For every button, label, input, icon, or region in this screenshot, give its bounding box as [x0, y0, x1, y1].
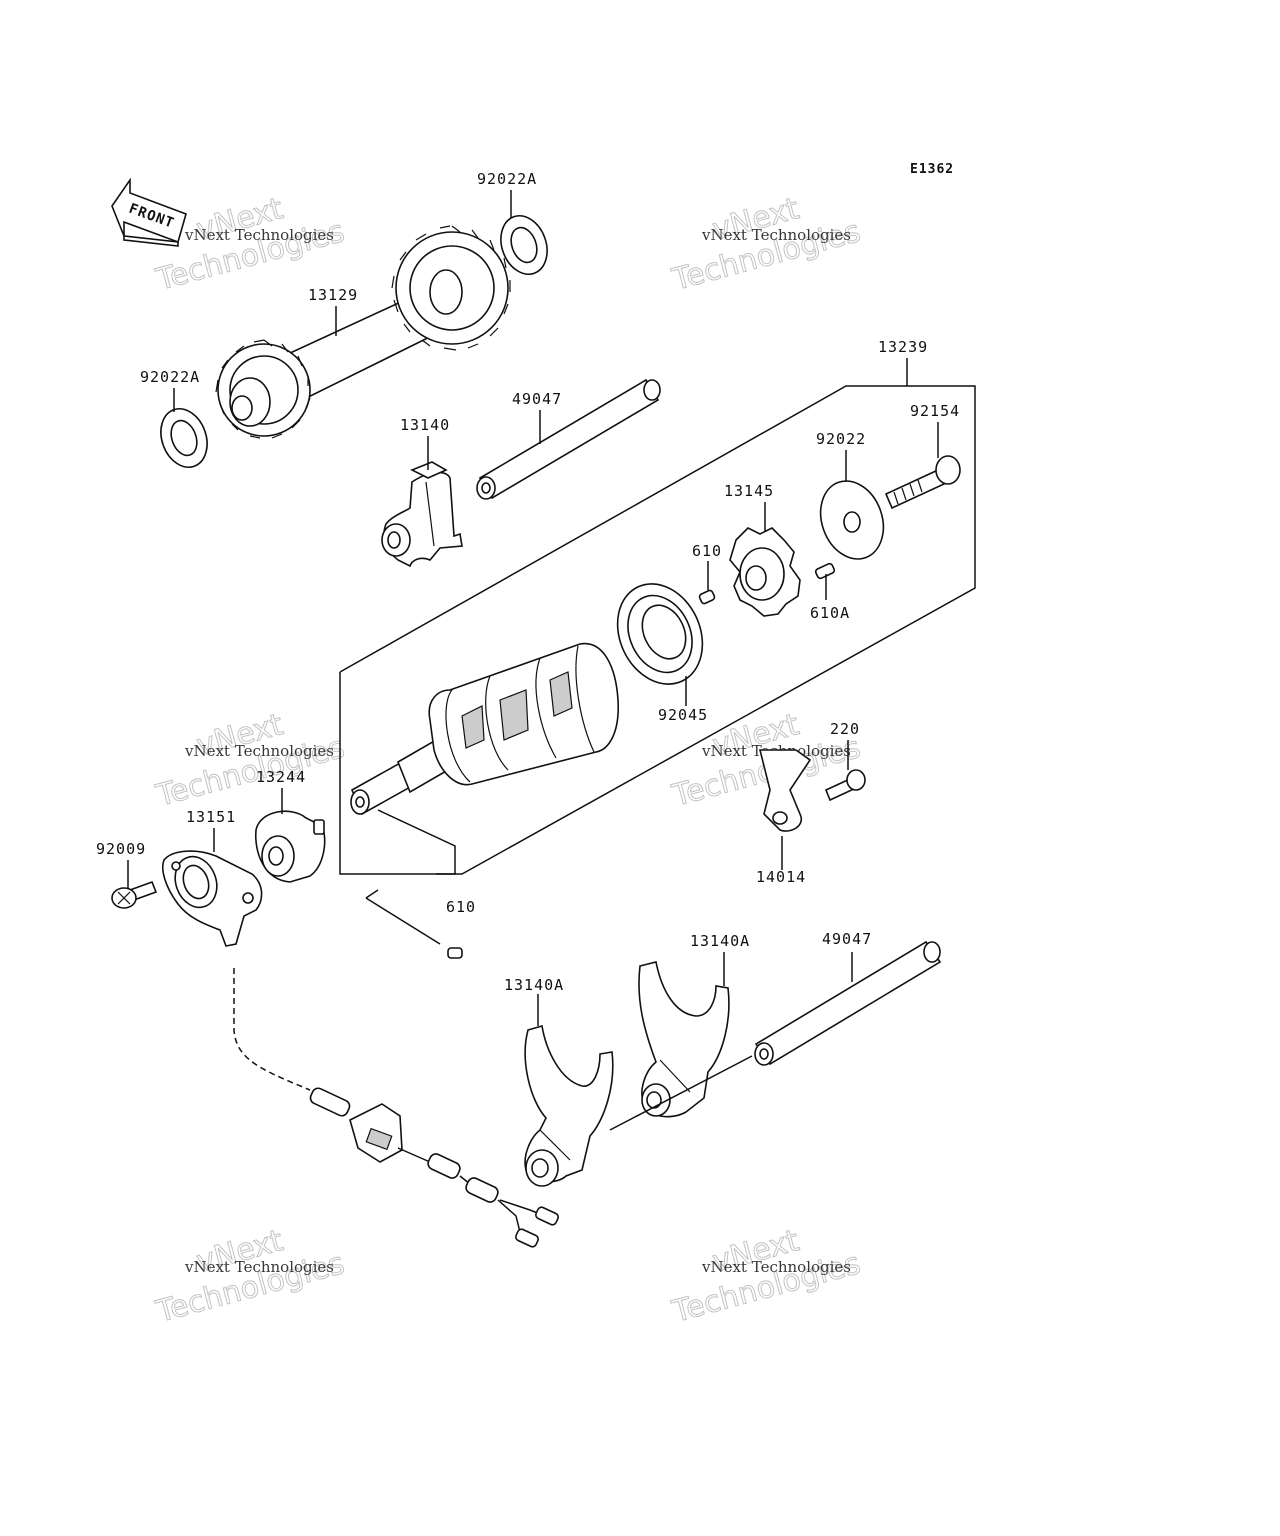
label-610A: 610A — [810, 604, 850, 622]
shift-rod-49047-bottom — [609, 940, 942, 1131]
svg-text:vNext Technologies: vNext Technologies — [184, 226, 334, 244]
svg-text:vNext Technologies: vNext Technologies — [184, 1258, 334, 1276]
label-13145: 13145 — [724, 482, 774, 500]
label-13140A-right: 13140A — [690, 932, 750, 950]
shift-rod-49047-top — [476, 378, 661, 500]
label-14014: 14014 — [756, 868, 806, 886]
part-labels: 92022A 13129 92022A 13239 49047 13140 92… — [96, 170, 960, 994]
shift-fork-13140 — [381, 461, 463, 568]
wiring-harness — [309, 1087, 559, 1248]
watermark-top-right: vNext Technologies vNext Technologies — [668, 191, 865, 299]
shift-fork-13140A-left — [524, 1024, 614, 1187]
label-13140A-left: 13140A — [504, 976, 564, 994]
washer-92022A-left — [160, 408, 208, 468]
watermark-middle-left: vNext Technologies vNext Technologies — [152, 707, 349, 815]
label-13140: 13140 — [400, 416, 450, 434]
washer-92022 — [819, 480, 885, 560]
label-92009: 92009 — [96, 840, 146, 858]
label-92154: 92154 — [910, 402, 960, 420]
label-49047-bottom: 49047 — [822, 930, 872, 948]
bearing-92045 — [616, 583, 704, 685]
watermark-bottom-right: vNext Technologies vNext Technologies — [668, 1223, 865, 1331]
label-13151: 13151 — [186, 808, 236, 826]
watermark-top-left: vNext Technologies vNext Technologies — [152, 191, 349, 299]
shift-drum — [350, 642, 619, 816]
switch-13244 — [254, 810, 326, 883]
leader-lines — [127, 190, 939, 1026]
svg-text:vNext Technologies: vNext Technologies — [701, 1258, 851, 1276]
front-arrow-icon: FRONT — [111, 177, 187, 247]
label-92022: 92022 — [816, 430, 866, 448]
label-92022A-left: 92022A — [140, 368, 200, 386]
diagram-code: E1362 — [910, 162, 954, 177]
dowel-pin-610-top — [698, 589, 716, 605]
label-610-bottom: 610 — [446, 898, 476, 916]
bolt-92154 — [884, 455, 961, 510]
label-220: 220 — [830, 720, 860, 738]
label-13244: 13244 — [256, 768, 306, 786]
bolt-220 — [824, 769, 866, 802]
lever-14014 — [758, 749, 812, 832]
gear-shaft-13129 — [215, 225, 511, 439]
svg-text:vNext Technologies: vNext Technologies — [701, 226, 851, 244]
svg-text:vNext Technologies: vNext Technologies — [184, 742, 334, 760]
assembly-13239-outline — [339, 358, 976, 875]
label-13239: 13239 — [878, 338, 928, 356]
label-92022A-top: 92022A — [477, 170, 537, 188]
washer-92022A-top — [500, 215, 548, 275]
watermark-bottom-left: vNext Technologies vNext Technologies — [152, 1223, 349, 1331]
dowel-pin-610-bottom — [365, 889, 463, 959]
shift-fork-13140A-right — [638, 961, 730, 1118]
shift-cam-13145 — [729, 527, 801, 617]
dowel-pin-610A — [814, 562, 836, 580]
label-92045: 92045 — [658, 706, 708, 724]
label-610-top: 610 — [692, 542, 722, 560]
screw-92009 — [111, 880, 158, 909]
label-13129: 13129 — [308, 286, 358, 304]
sensor-13151 — [162, 850, 311, 1091]
label-49047-top: 49047 — [512, 390, 562, 408]
